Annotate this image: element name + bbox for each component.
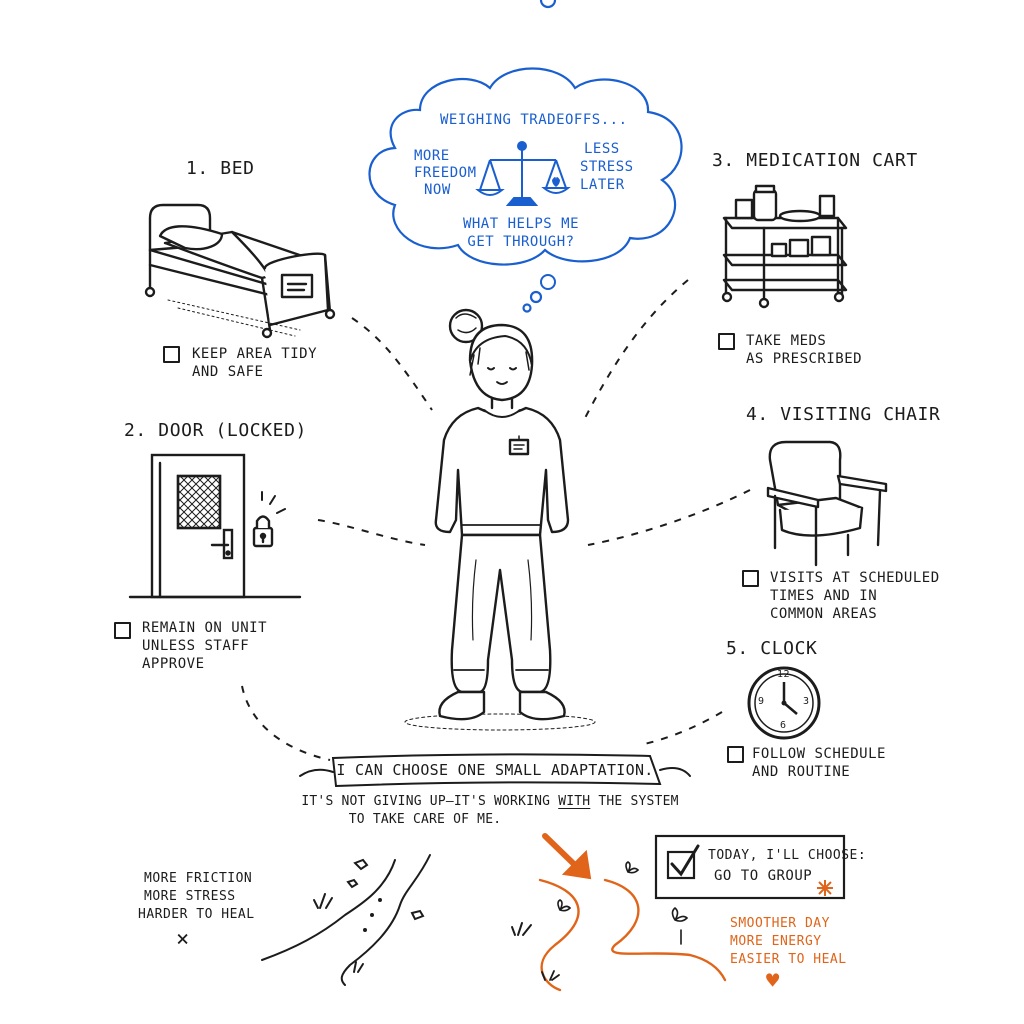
checkbox-take-meds[interactable] [718, 333, 735, 350]
task-line: Follow schedule [752, 746, 886, 762]
task-medication: Take meds as prescribed [746, 332, 862, 368]
connector-lines [241, 279, 751, 761]
smooth-path-line: more energy [730, 934, 822, 949]
thought-left-line: freedom [414, 165, 477, 181]
thought-question-line: What helps me [462, 216, 580, 232]
choice-line-1: Today, I'll choose: [708, 848, 867, 863]
task-line: and routine [752, 764, 851, 780]
item-title-bed: 1. Bed [186, 158, 255, 179]
medication-cart-illustration [721, 184, 848, 309]
thought-left-line: More [414, 148, 450, 164]
item-title-medication-cart: 3. Medication Cart [712, 150, 918, 171]
clock-number-12: 12 [777, 669, 791, 680]
heart-icon: ♥ [766, 969, 780, 994]
thought-question-line: get through? [467, 234, 575, 250]
smooth-path-illustration [511, 833, 727, 992]
smooth-path-line: Smoother day [730, 916, 830, 931]
checkbox-remain-on-unit[interactable] [114, 622, 131, 639]
subtitle-part: the system [590, 794, 679, 809]
smooth-path-text: Smoother day more energy easier to heal [730, 915, 847, 969]
task-line: Take meds [746, 333, 827, 349]
item-title-door: 2. Door (Locked) [124, 420, 307, 441]
task-line: Keep area tidy [192, 346, 318, 362]
rough-path-line: more stress [144, 889, 236, 904]
checkbox-visits-scheduled[interactable] [742, 570, 759, 587]
choice-line-2: Go to group [714, 868, 813, 884]
clock-illustration [747, 666, 821, 740]
task-line: and safe [192, 364, 264, 380]
thought-right: Less stress later [580, 140, 634, 194]
balance-scale-icon [475, 141, 571, 206]
thought-right-line: later [580, 177, 625, 193]
patient-figure [404, 308, 596, 731]
thought-question: What helps me get through? [456, 215, 586, 251]
task-line: Remain on unit [142, 620, 268, 636]
rough-path-line: More friction [144, 871, 253, 886]
smooth-path-line: easier to heal [730, 952, 847, 967]
subtitle-part: It's not giving up—it's working [301, 794, 559, 809]
banner-subtitle-line-2: to take care of me. [348, 812, 502, 827]
x-mark-icon: × [176, 927, 190, 952]
clock-number-6: 6 [780, 720, 787, 731]
banner-text: I can choose one small adaptation. [336, 761, 654, 779]
task-door: Remain on unit unless staff approve [142, 619, 267, 673]
checkbox-follow-schedule[interactable] [727, 746, 744, 763]
task-line: approve [142, 656, 205, 672]
thought-right-line: stress [580, 159, 634, 175]
item-title-clock: 5. Clock [726, 638, 818, 659]
thought-right-line: Less [584, 141, 620, 157]
task-visiting-chair: Visits at scheduled times and in common … [770, 569, 940, 623]
thought-left: More freedom now [414, 148, 477, 199]
task-line: Visits at scheduled [770, 570, 940, 586]
checkbox-keep-area-tidy[interactable] [163, 346, 180, 363]
item-title-visiting-chair: 4. Visiting Chair [746, 404, 941, 425]
locked-door-illustration [128, 453, 302, 599]
visiting-chair-illustration [766, 440, 888, 567]
thought-bubble-dot [540, 274, 556, 290]
subtitle-emphasis: with [558, 794, 591, 809]
thought-left-line: now [424, 182, 451, 198]
thought-cloud [368, 0, 683, 313]
thought-title: Weighing tradeoffs... [440, 112, 628, 128]
banner-subtitle-line-1: It's not giving up—it's working with the… [290, 793, 690, 811]
today-choice-card [654, 834, 846, 900]
clock-number-9: 9 [758, 696, 765, 707]
choice-banner-ribbon [299, 753, 691, 788]
task-line: common areas [770, 606, 878, 622]
task-line: times and in [770, 588, 878, 604]
clock-number-3: 3 [803, 696, 810, 707]
rough-path-text: More friction more stress harder to heal [138, 870, 255, 924]
rough-path-illustration [261, 854, 431, 986]
task-line: as prescribed [746, 351, 863, 367]
task-line: unless staff [142, 638, 250, 654]
bed-illustration [144, 203, 336, 339]
task-clock: Follow schedule and routine [752, 745, 886, 781]
rough-path-line: harder to heal [138, 907, 255, 922]
banner-subtitle: It's not giving up—it's working with the… [290, 793, 690, 829]
task-bed: Keep area tidy and safe [192, 345, 317, 381]
